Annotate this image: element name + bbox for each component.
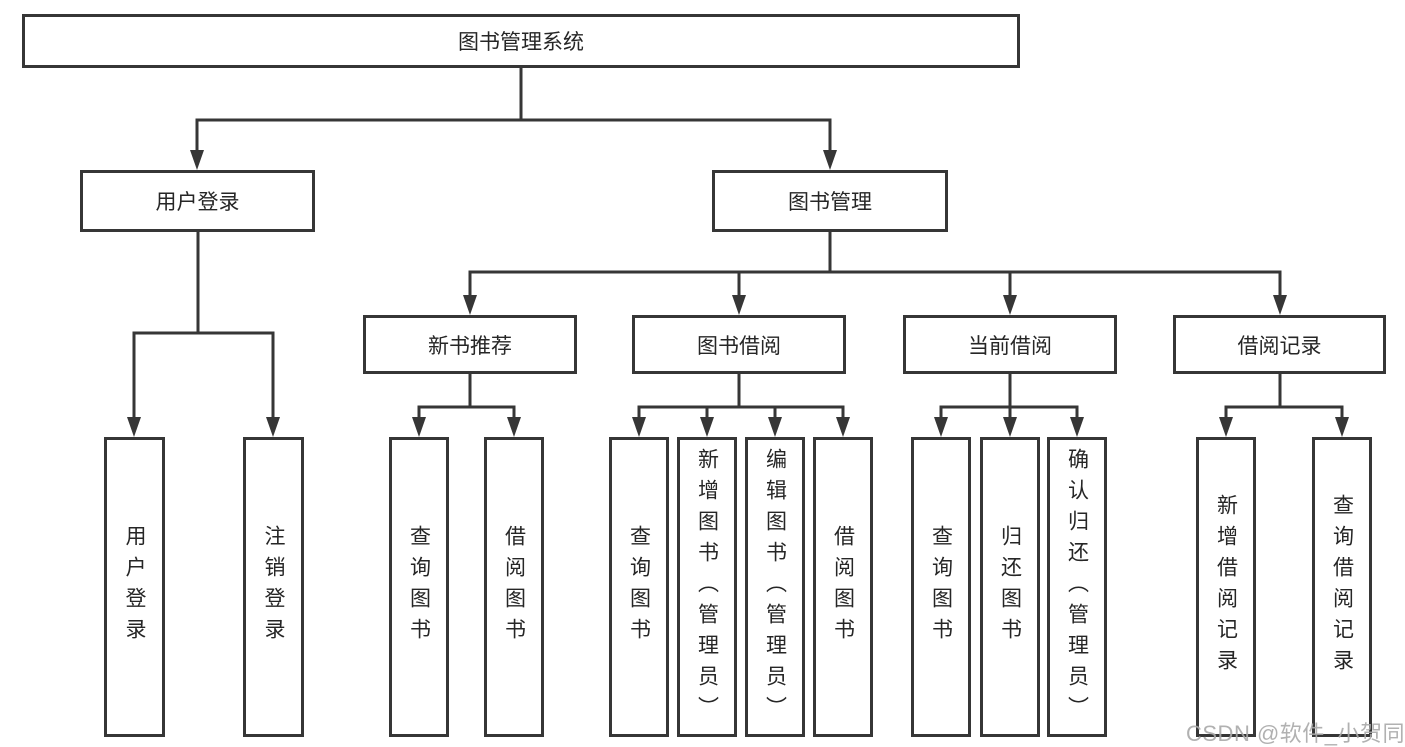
- node-new-book-recommend: 新书推荐: [363, 315, 577, 374]
- leaf-confirm-return-admin: 确认归还（管理员）: [1047, 437, 1107, 737]
- leaf-logout-label: 注销登录: [262, 525, 285, 649]
- leaf-query-books-borrow-label: 查询图书: [627, 525, 651, 649]
- leaf-user-login-label: 用户登录: [123, 525, 146, 649]
- leaf-user-login: 用户登录: [104, 437, 165, 737]
- leaf-add-borrow-record-label: 新增借阅记录: [1214, 494, 1238, 680]
- node-current-borrow: 当前借阅: [903, 315, 1117, 374]
- leaf-query-books-current: 查询图书: [911, 437, 971, 737]
- leaf-query-borrow-record: 查询借阅记录: [1312, 437, 1372, 737]
- connector-new-book-recommend: [412, 374, 521, 437]
- node-book-management: 图书管理: [712, 170, 948, 232]
- connector-book-management: [463, 232, 1287, 315]
- leaf-add-borrow-record: 新增借阅记录: [1196, 437, 1256, 737]
- node-borrow-records: 借阅记录: [1173, 315, 1386, 374]
- leaf-query-books-borrow: 查询图书: [609, 437, 669, 737]
- leaf-confirm-return-admin-label: 确认归还（管理员）: [1065, 447, 1089, 727]
- leaf-edit-books-admin: 编辑图书（管理员）: [745, 437, 805, 737]
- connector-root: [190, 68, 837, 170]
- leaf-query-books-recommend: 查询图书: [389, 437, 449, 737]
- leaf-add-books-admin: 新增图书（管理员）: [677, 437, 737, 737]
- leaf-borrow-books: 借阅图书: [813, 437, 873, 737]
- leaf-borrow-books-label: 借阅图书: [831, 525, 855, 649]
- leaf-return-books: 归还图书: [980, 437, 1040, 737]
- node-library-management-system: 图书管理系统: [22, 14, 1020, 68]
- node-user-login: 用户登录: [80, 170, 315, 232]
- leaf-borrow-books-recommend: 借阅图书: [484, 437, 544, 737]
- watermark: CSDN @软件_小贺同学: [1186, 721, 1405, 746]
- connector-book-borrow: [632, 374, 850, 437]
- leaf-query-books-current-label: 查询图书: [929, 525, 953, 649]
- leaf-add-books-admin-label: 新增图书（管理员）: [695, 447, 719, 727]
- connector-current-borrow: [934, 374, 1084, 437]
- connector-user-login: [127, 232, 280, 437]
- node-book-borrow: 图书借阅: [632, 315, 846, 374]
- leaf-query-books-recommend-label: 查询图书: [407, 525, 431, 649]
- leaf-query-borrow-record-label: 查询借阅记录: [1330, 494, 1354, 680]
- leaf-edit-books-admin-label: 编辑图书（管理员）: [763, 447, 787, 727]
- leaf-return-books-label: 归还图书: [998, 525, 1022, 649]
- leaf-borrow-books-recommend-label: 借阅图书: [502, 525, 526, 649]
- connector-borrow-records: [1219, 374, 1349, 437]
- leaf-logout: 注销登录: [243, 437, 304, 737]
